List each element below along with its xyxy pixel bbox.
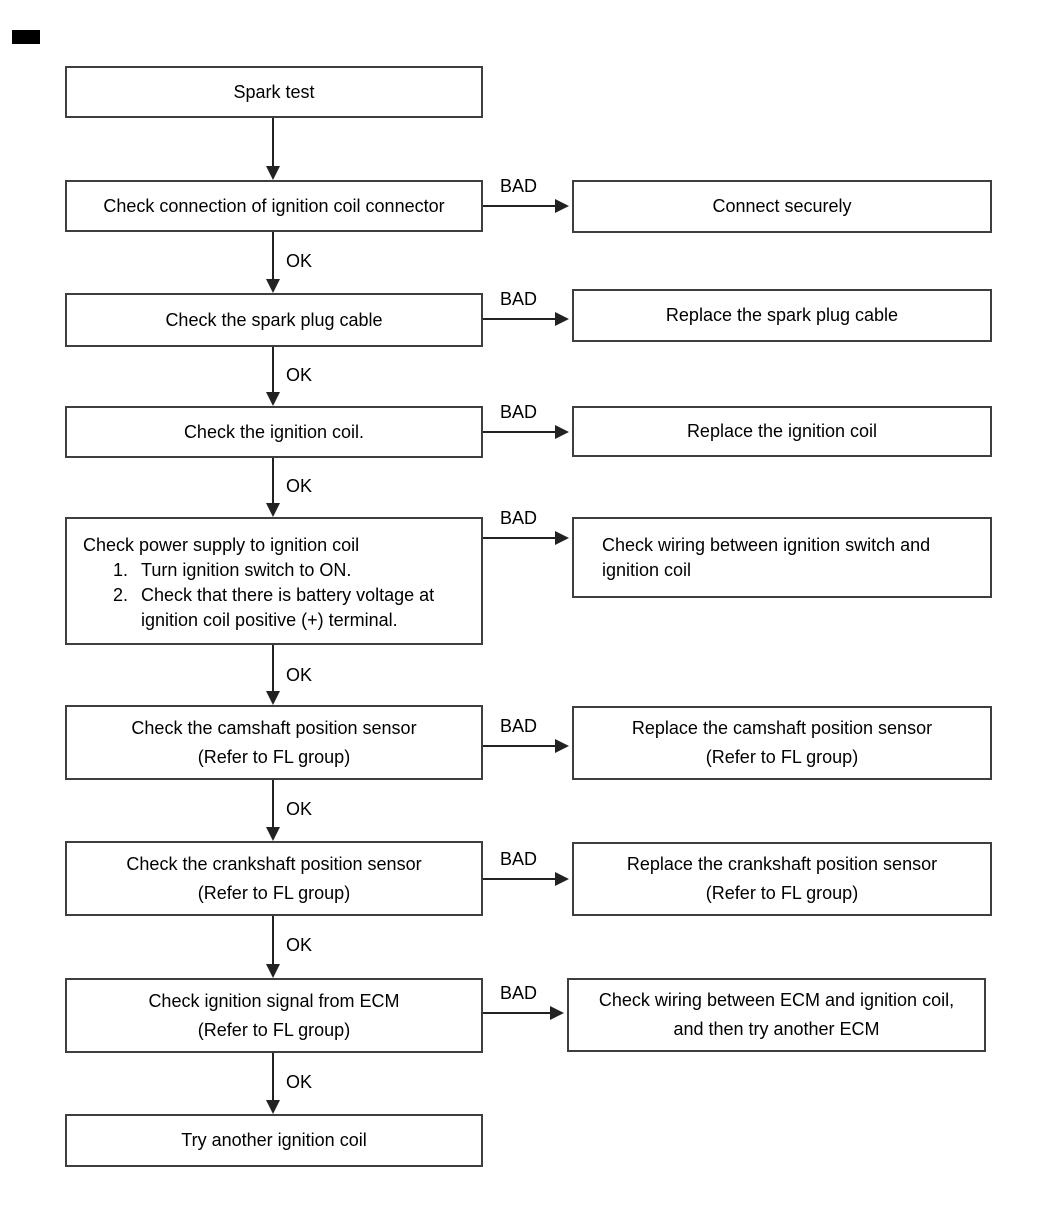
bad-label: BAD	[500, 402, 538, 422]
down-arrow-head	[266, 691, 280, 705]
flow-box-replace-ignition-coil: Replace the ignition coil	[572, 406, 992, 457]
step-text-continued: ignition coil positive (+) terminal.	[141, 610, 398, 630]
bad-arrow-shaft	[483, 1012, 550, 1014]
box-label: and then try another ECM	[673, 1019, 880, 1039]
down-arrow-shaft	[272, 118, 274, 166]
box-label: Check connection of ignition coil connec…	[103, 195, 445, 216]
box-label: Check the ignition coil.	[183, 421, 365, 442]
page-corner-marker	[12, 30, 40, 44]
step-number: 1.	[113, 560, 129, 580]
flow-box-spark-test: Spark test	[65, 66, 483, 118]
down-arrow-head	[266, 964, 280, 978]
box-label: (Refer to FL group)	[705, 883, 859, 903]
flow-box-check-ecm-signal: Check ignition signal from ECM (Refer to…	[65, 978, 483, 1053]
down-arrow-head	[266, 392, 280, 406]
down-arrow-shaft	[272, 645, 274, 691]
bad-arrow-head	[555, 531, 569, 545]
bad-arrow-head	[555, 312, 569, 326]
flow-box-check-spark-plug-cable: Check the spark plug cable	[65, 293, 483, 347]
down-arrow-head	[266, 1100, 280, 1114]
box-label: Check the crankshaft position sensor	[126, 853, 422, 874]
bad-label: BAD	[500, 849, 538, 869]
step-text: Check that there is battery voltage at	[141, 585, 435, 605]
ok-label: OK	[286, 1072, 313, 1092]
flow-box-connect-securely: Connect securely	[572, 180, 992, 233]
box-label: (Refer to FL group)	[705, 747, 859, 767]
bad-label: BAD	[500, 508, 538, 528]
flow-box-check-crankshaft-sensor: Check the crankshaft position sensor (Re…	[65, 841, 483, 916]
box-label: Replace the camshaft position sensor	[631, 718, 933, 738]
ok-label: OK	[286, 799, 313, 819]
flow-box-check-power-supply: Check power supply to ignition coil 1. Tu…	[65, 517, 483, 645]
down-arrow-shaft	[272, 232, 274, 279]
flow-box-check-wiring-switch: Check wiring between ignition switch and…	[572, 517, 992, 598]
box-label: (Refer to FL group)	[197, 746, 351, 767]
down-arrow-head	[266, 827, 280, 841]
bad-arrow-head	[555, 872, 569, 886]
bad-arrow-head	[555, 199, 569, 213]
box-label: Replace the crankshaft position sensor	[626, 854, 938, 874]
bad-arrow-shaft	[483, 537, 555, 539]
down-arrow-shaft	[272, 1053, 274, 1100]
ok-label: OK	[286, 365, 313, 385]
step-number: 2.	[113, 585, 129, 605]
step-text: Turn ignition switch to ON.	[141, 560, 352, 580]
numbered-step: 1. Turn ignition switch to ON.	[67, 558, 351, 583]
box-label: Check wiring between ignition switch and	[602, 534, 931, 555]
ok-label: OK	[286, 665, 313, 685]
bad-arrow-shaft	[483, 431, 555, 433]
down-arrow-head	[266, 279, 280, 293]
numbered-step: 2. Check that there is battery voltage at	[67, 583, 434, 608]
box-label: Check the spark plug cable	[165, 309, 383, 330]
down-arrow-head	[266, 166, 280, 180]
box-label: ignition coil	[602, 559, 692, 580]
bad-arrow-shaft	[483, 745, 555, 747]
flow-box-replace-spark-plug-cable: Replace the spark plug cable	[572, 289, 992, 342]
bad-label: BAD	[500, 983, 538, 1003]
flow-box-check-wiring-ecm: Check wiring between ECM and ignition co…	[567, 978, 986, 1052]
box-label: Connect securely	[712, 196, 852, 216]
bad-label: BAD	[500, 289, 538, 309]
down-arrow-shaft	[272, 347, 274, 392]
box-label: Spark test	[233, 81, 315, 102]
box-label: Check power supply to ignition coil	[83, 535, 360, 555]
flow-box-replace-camshaft-sensor: Replace the camshaft position sensor (Re…	[572, 706, 992, 780]
ok-label: OK	[286, 476, 313, 496]
bad-arrow-shaft	[483, 205, 555, 207]
box-label: Check ignition signal from ECM	[148, 990, 400, 1011]
box-label: Replace the spark plug cable	[665, 305, 899, 325]
flow-box-try-another-coil: Try another ignition coil	[65, 1114, 483, 1167]
ok-label: OK	[286, 935, 313, 955]
box-label: Check the camshaft position sensor	[131, 717, 417, 738]
bad-label: BAD	[500, 176, 538, 196]
down-arrow-shaft	[272, 780, 274, 827]
box-label: Check wiring between ECM and ignition co…	[598, 990, 955, 1010]
bad-arrow-shaft	[483, 878, 555, 880]
down-arrow-shaft	[272, 916, 274, 964]
ok-label: OK	[286, 251, 313, 271]
flow-box-check-ignition-coil: Check the ignition coil.	[65, 406, 483, 458]
bad-label: BAD	[500, 716, 538, 736]
down-arrow-shaft	[272, 458, 274, 503]
box-label: Replace the ignition coil	[686, 421, 878, 441]
bad-arrow-head	[555, 425, 569, 439]
bad-arrow-head	[555, 739, 569, 753]
flow-box-check-camshaft-sensor: Check the camshaft position sensor (Refe…	[65, 705, 483, 780]
bad-arrow-shaft	[483, 318, 555, 320]
flow-box-replace-crankshaft-sensor: Replace the crankshaft position sensor (…	[572, 842, 992, 916]
down-arrow-head	[266, 503, 280, 517]
bad-arrow-head	[550, 1006, 564, 1020]
flow-box-check-connector: Check connection of ignition coil connec…	[65, 180, 483, 232]
box-label: Try another ignition coil	[181, 1130, 367, 1150]
box-label: (Refer to FL group)	[197, 882, 351, 903]
box-label: (Refer to FL group)	[197, 1019, 351, 1040]
